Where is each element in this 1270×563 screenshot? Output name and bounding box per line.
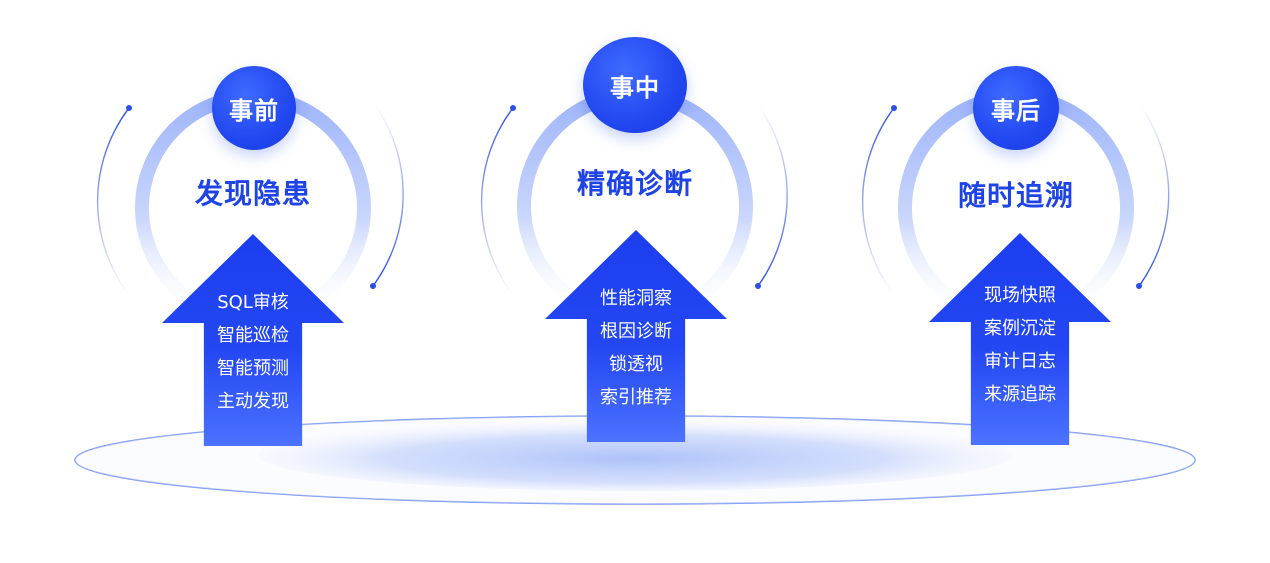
feature-item: 审计日志 [984,351,1056,372]
feature-item: SQL审核 [217,292,289,313]
stage-badge: 事中 [583,37,687,133]
feature-item: 现场快照 [984,285,1056,306]
feature-list: SQL审核 智能巡检 智能预测 主动发现 [162,286,344,418]
feature-list: 现场快照 案例沉淀 审计日志 来源追踪 [929,279,1111,411]
stage-headline: 精确诊断 [576,167,693,200]
up-arrow: 现场快照 案例沉淀 审计日志 来源追踪 [929,233,1111,445]
feature-item: 主动发现 [217,391,289,412]
feature-item: 案例沉淀 [984,318,1056,339]
up-arrow: SQL审核 智能巡检 智能预测 主动发现 [162,234,344,446]
stage-during: 事中 精确诊断 性能洞察 根因诊断 锁透视 索引推荐 [475,0,795,563]
feature-item: 锁透视 [609,354,663,375]
feature-item: 索引推荐 [600,387,672,408]
feature-list: 性能洞察 根因诊断 锁透视 索引推荐 [545,282,727,414]
stage-badge: 事后 [973,66,1059,150]
stage-after: 事后 随时追溯 现场快照 案例沉淀 审计日志 来源追踪 [856,0,1176,563]
up-arrow: 性能洞察 根因诊断 锁透视 索引推荐 [545,230,727,442]
stage-before: 事前 发现隐患 SQL审核 智能巡检 智能预测 主动发现 [93,0,413,563]
feature-item: 智能预测 [217,358,289,379]
stage-headline: 发现隐患 [194,177,311,210]
feature-item: 根因诊断 [600,321,672,342]
feature-item: 性能洞察 [600,288,672,309]
stage-badge: 事前 [212,66,296,150]
platform [74,415,1196,505]
feature-item: 智能巡检 [217,325,289,346]
stage-headline: 随时追溯 [957,179,1074,212]
feature-item: 来源追踪 [984,384,1056,405]
